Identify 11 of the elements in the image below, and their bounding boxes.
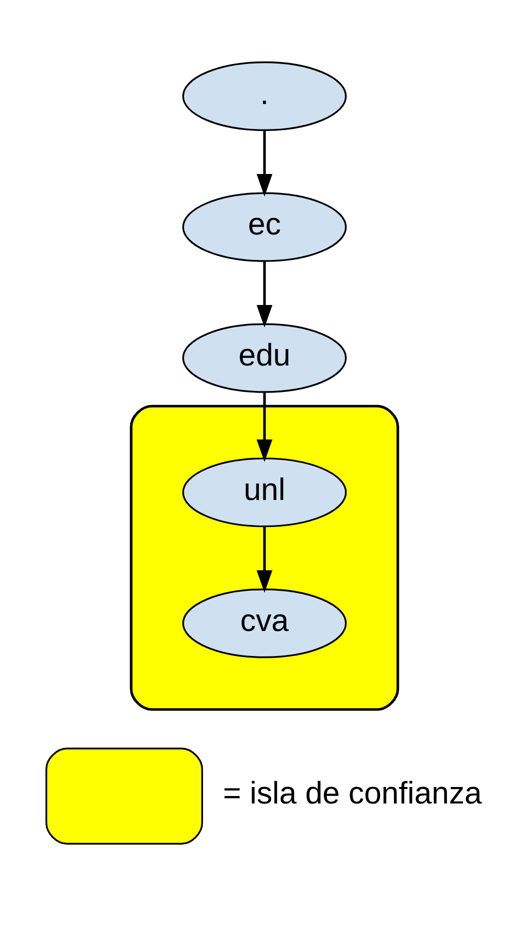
arrow [256, 392, 272, 462]
arrow [256, 261, 272, 327]
legend-label: = isla de confianza [222, 775, 482, 810]
node-ellipse: ec [182, 192, 347, 262]
node-ellipse: unl [182, 457, 347, 527]
node-ellipse: cva [182, 588, 347, 658]
arrow [256, 526, 272, 592]
node-ellipse: edu [182, 322, 347, 392]
node-ellipse: . [182, 60, 347, 131]
arrow [256, 130, 272, 196]
cluster [130, 404, 400, 710]
